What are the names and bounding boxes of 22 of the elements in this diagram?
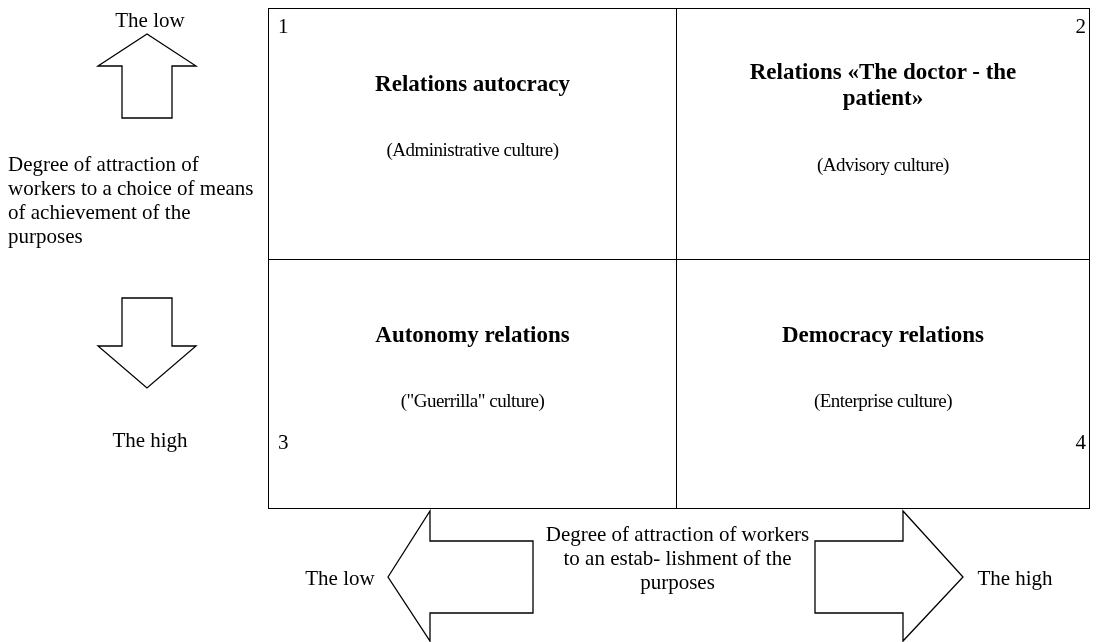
matrix-cell [676,8,1090,260]
cell-subtitle: ("Guerrilla" culture) [399,390,546,412]
matrix-cell [676,259,1090,509]
axis-end-label: The high [976,566,1054,590]
cell-subtitle: (Enterprise culture) [812,390,954,412]
cell-title: Autonomy relations [374,322,571,348]
axis-end-label: The low [304,566,376,590]
quadrant-number: 1 [278,14,290,38]
axis-title: Degree of attraction of workers to an estab- lishment of the purposes [544,522,811,594]
quadrant-number: 4 [1074,430,1086,454]
matrix-cell [268,8,677,260]
axis-end-label: The low [114,8,186,32]
axis-title: Degree of attraction of workers to a choice of means of achievement of the purposes [8,152,255,248]
matrix-cell [268,259,677,509]
quadrant-number: 3 [278,430,290,454]
cell-title: Relations autocracy [374,71,571,97]
cell-subtitle: (Administrative culture) [385,139,560,161]
cell-title: Democracy relations [780,322,985,348]
quadrant-number: 2 [1074,14,1086,38]
axis-end-label: The high [111,428,189,452]
cell-subtitle: (Advisory culture) [816,154,950,176]
cell-title: Relations «The doctor - the patient» [748,59,1018,111]
